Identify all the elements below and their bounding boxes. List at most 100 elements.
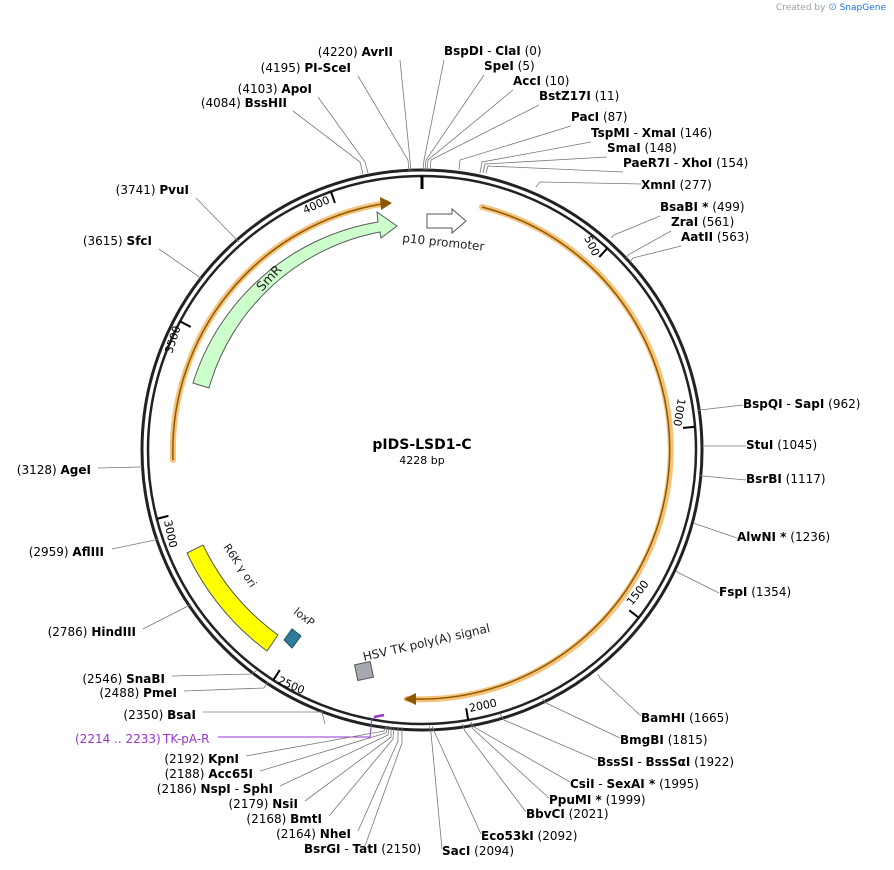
site-position: (1995)	[659, 777, 699, 791]
site-leader-line	[111, 538, 160, 550]
site-enzyme-name: XhoI	[682, 156, 713, 170]
site-enzyme-name: TspMI	[591, 126, 630, 140]
restriction-site-label: (3615) SfcI	[83, 234, 152, 248]
site-leader-line	[696, 404, 744, 412]
site-enzyme-name: PpuMI *	[549, 793, 603, 807]
site-position: (561)	[702, 215, 734, 229]
site-position: (2150)	[381, 842, 421, 856]
site-enzyme-name: XmnI	[641, 178, 676, 192]
site-leader-line	[364, 727, 403, 847]
primer-name: TK-pA-R	[162, 732, 210, 746]
snapgene-brand-text: SnapGene	[839, 3, 886, 13]
primer-leader	[218, 717, 373, 738]
site-enzyme-name: XmaI	[642, 126, 676, 140]
restriction-site-label: PaeR7I - XhoI (154)	[623, 156, 748, 170]
site-position: (3128)	[17, 463, 57, 477]
site-position: (2488)	[99, 686, 139, 700]
site-leader-line	[426, 89, 514, 171]
restriction-site-label: AlwNI * (1236)	[737, 530, 830, 544]
restriction-site-label: (4195) PI-SceI	[261, 61, 351, 75]
site-enzyme-name: PmeI	[143, 686, 177, 700]
site-position: (146)	[680, 126, 712, 140]
site-position: (154)	[716, 156, 748, 170]
site-enzyme-name: SfcI	[127, 234, 152, 248]
site-position: (11)	[595, 89, 620, 103]
site-enzyme-name: KpnI	[208, 752, 239, 766]
site-enzyme-name: ZraI	[671, 215, 698, 229]
restriction-site-label: (2179) NsiI	[229, 797, 299, 811]
site-enzyme-name: NsiI	[272, 797, 298, 811]
site-position: (1665)	[689, 711, 729, 725]
primer-range: (2214 .. 2233)	[75, 732, 161, 746]
site-enzyme-name: SmaI	[607, 141, 641, 155]
orf-arc-left	[169, 200, 390, 463]
restriction-site-label: Eco53kI (2092)	[481, 829, 577, 843]
site-labels: (4220) AvrII(4195) PI-SceI(4103) ApoI(40…	[17, 44, 861, 858]
restriction-site-label: BmgBI (1815)	[620, 733, 708, 747]
site-enzyme-name: TatI	[353, 842, 378, 856]
site-position: (148)	[645, 141, 677, 155]
restriction-site-label: (2186) NspI - SphI	[157, 782, 273, 796]
site-leader-line	[458, 125, 572, 171]
site-enzyme-name: PI-SceI	[304, 61, 351, 75]
site-position: (4084)	[201, 96, 241, 110]
site-leader-line	[692, 522, 738, 539]
restriction-site-label: BstZ17I (11)	[539, 89, 619, 103]
site-enzyme-name: SphI	[243, 782, 273, 796]
site-position: (962)	[828, 397, 860, 411]
site-leader-line	[245, 725, 387, 757]
site-leader-line	[183, 681, 269, 692]
site-enzyme-name: AvrII	[361, 45, 393, 59]
site-enzyme-name: FspI	[719, 585, 747, 599]
site-position: (10)	[545, 74, 570, 88]
restriction-site-label: BssSI - BssSαI (1922)	[597, 755, 734, 769]
site-enzyme-name: PvuI	[159, 183, 189, 197]
site-position: (1045)	[777, 438, 817, 452]
restriction-site-label: (2959) AflIII	[29, 545, 104, 559]
site-leader-line	[597, 673, 642, 717]
restriction-site-label: BbvCI (2021)	[526, 807, 609, 821]
site-enzyme-name: BsrBI	[746, 472, 782, 486]
restriction-site-label: BsrGI - TatI (2150)	[304, 842, 421, 856]
site-leader-line	[158, 248, 203, 281]
site-position: (1354)	[751, 585, 791, 599]
site-position: (2350)	[123, 708, 163, 722]
site-leader-line	[171, 669, 258, 677]
site-enzyme-name: StuI	[746, 438, 773, 452]
restriction-site-label: FspI (1354)	[719, 585, 791, 599]
site-enzyme-name: Eco53kI	[481, 829, 534, 843]
tick-mark	[598, 247, 609, 258]
site-leader-line	[317, 96, 369, 174]
site-enzyme-name: CsiI	[570, 777, 595, 791]
site-separator: -	[231, 782, 243, 796]
p10-promoter-label: p10 promoter	[402, 231, 485, 254]
site-enzyme-name: ClaI	[495, 44, 520, 58]
site-enzyme-name: NspI	[201, 782, 231, 796]
restriction-site-label: BsrBI (1117)	[746, 472, 826, 486]
r6k-ori-label: R6K γ ori	[221, 541, 260, 589]
site-leader-line	[304, 727, 392, 802]
orf-arc-right-head	[404, 693, 416, 705]
site-leader-line	[629, 245, 682, 263]
site-enzyme-name: SapI	[795, 397, 825, 411]
site-position: (499)	[712, 200, 744, 214]
site-position: (277)	[680, 178, 712, 192]
site-position: (1815)	[668, 733, 708, 747]
site-leader-line	[499, 713, 598, 761]
site-enzyme-name: BmtI	[290, 812, 322, 826]
tick-label: 2500	[276, 674, 307, 697]
site-leader-line	[292, 110, 364, 175]
snapgene-credit: Created by ⊙ SnapGene	[776, 2, 886, 13]
site-enzyme-name: Acc65I	[208, 767, 253, 781]
site-leader-line	[279, 726, 390, 787]
restriction-site-label: (2786) HindIII	[48, 625, 136, 639]
restriction-site-label: (3128) AgeI	[17, 463, 91, 477]
site-separator: -	[634, 755, 646, 769]
restriction-site-label: (2164) NheI	[276, 827, 351, 841]
site-position: (2188)	[165, 767, 205, 781]
site-position: (2094)	[474, 844, 514, 858]
site-position: (2192)	[164, 752, 204, 766]
site-leader-line	[610, 215, 661, 239]
site-leader-line	[97, 466, 143, 469]
